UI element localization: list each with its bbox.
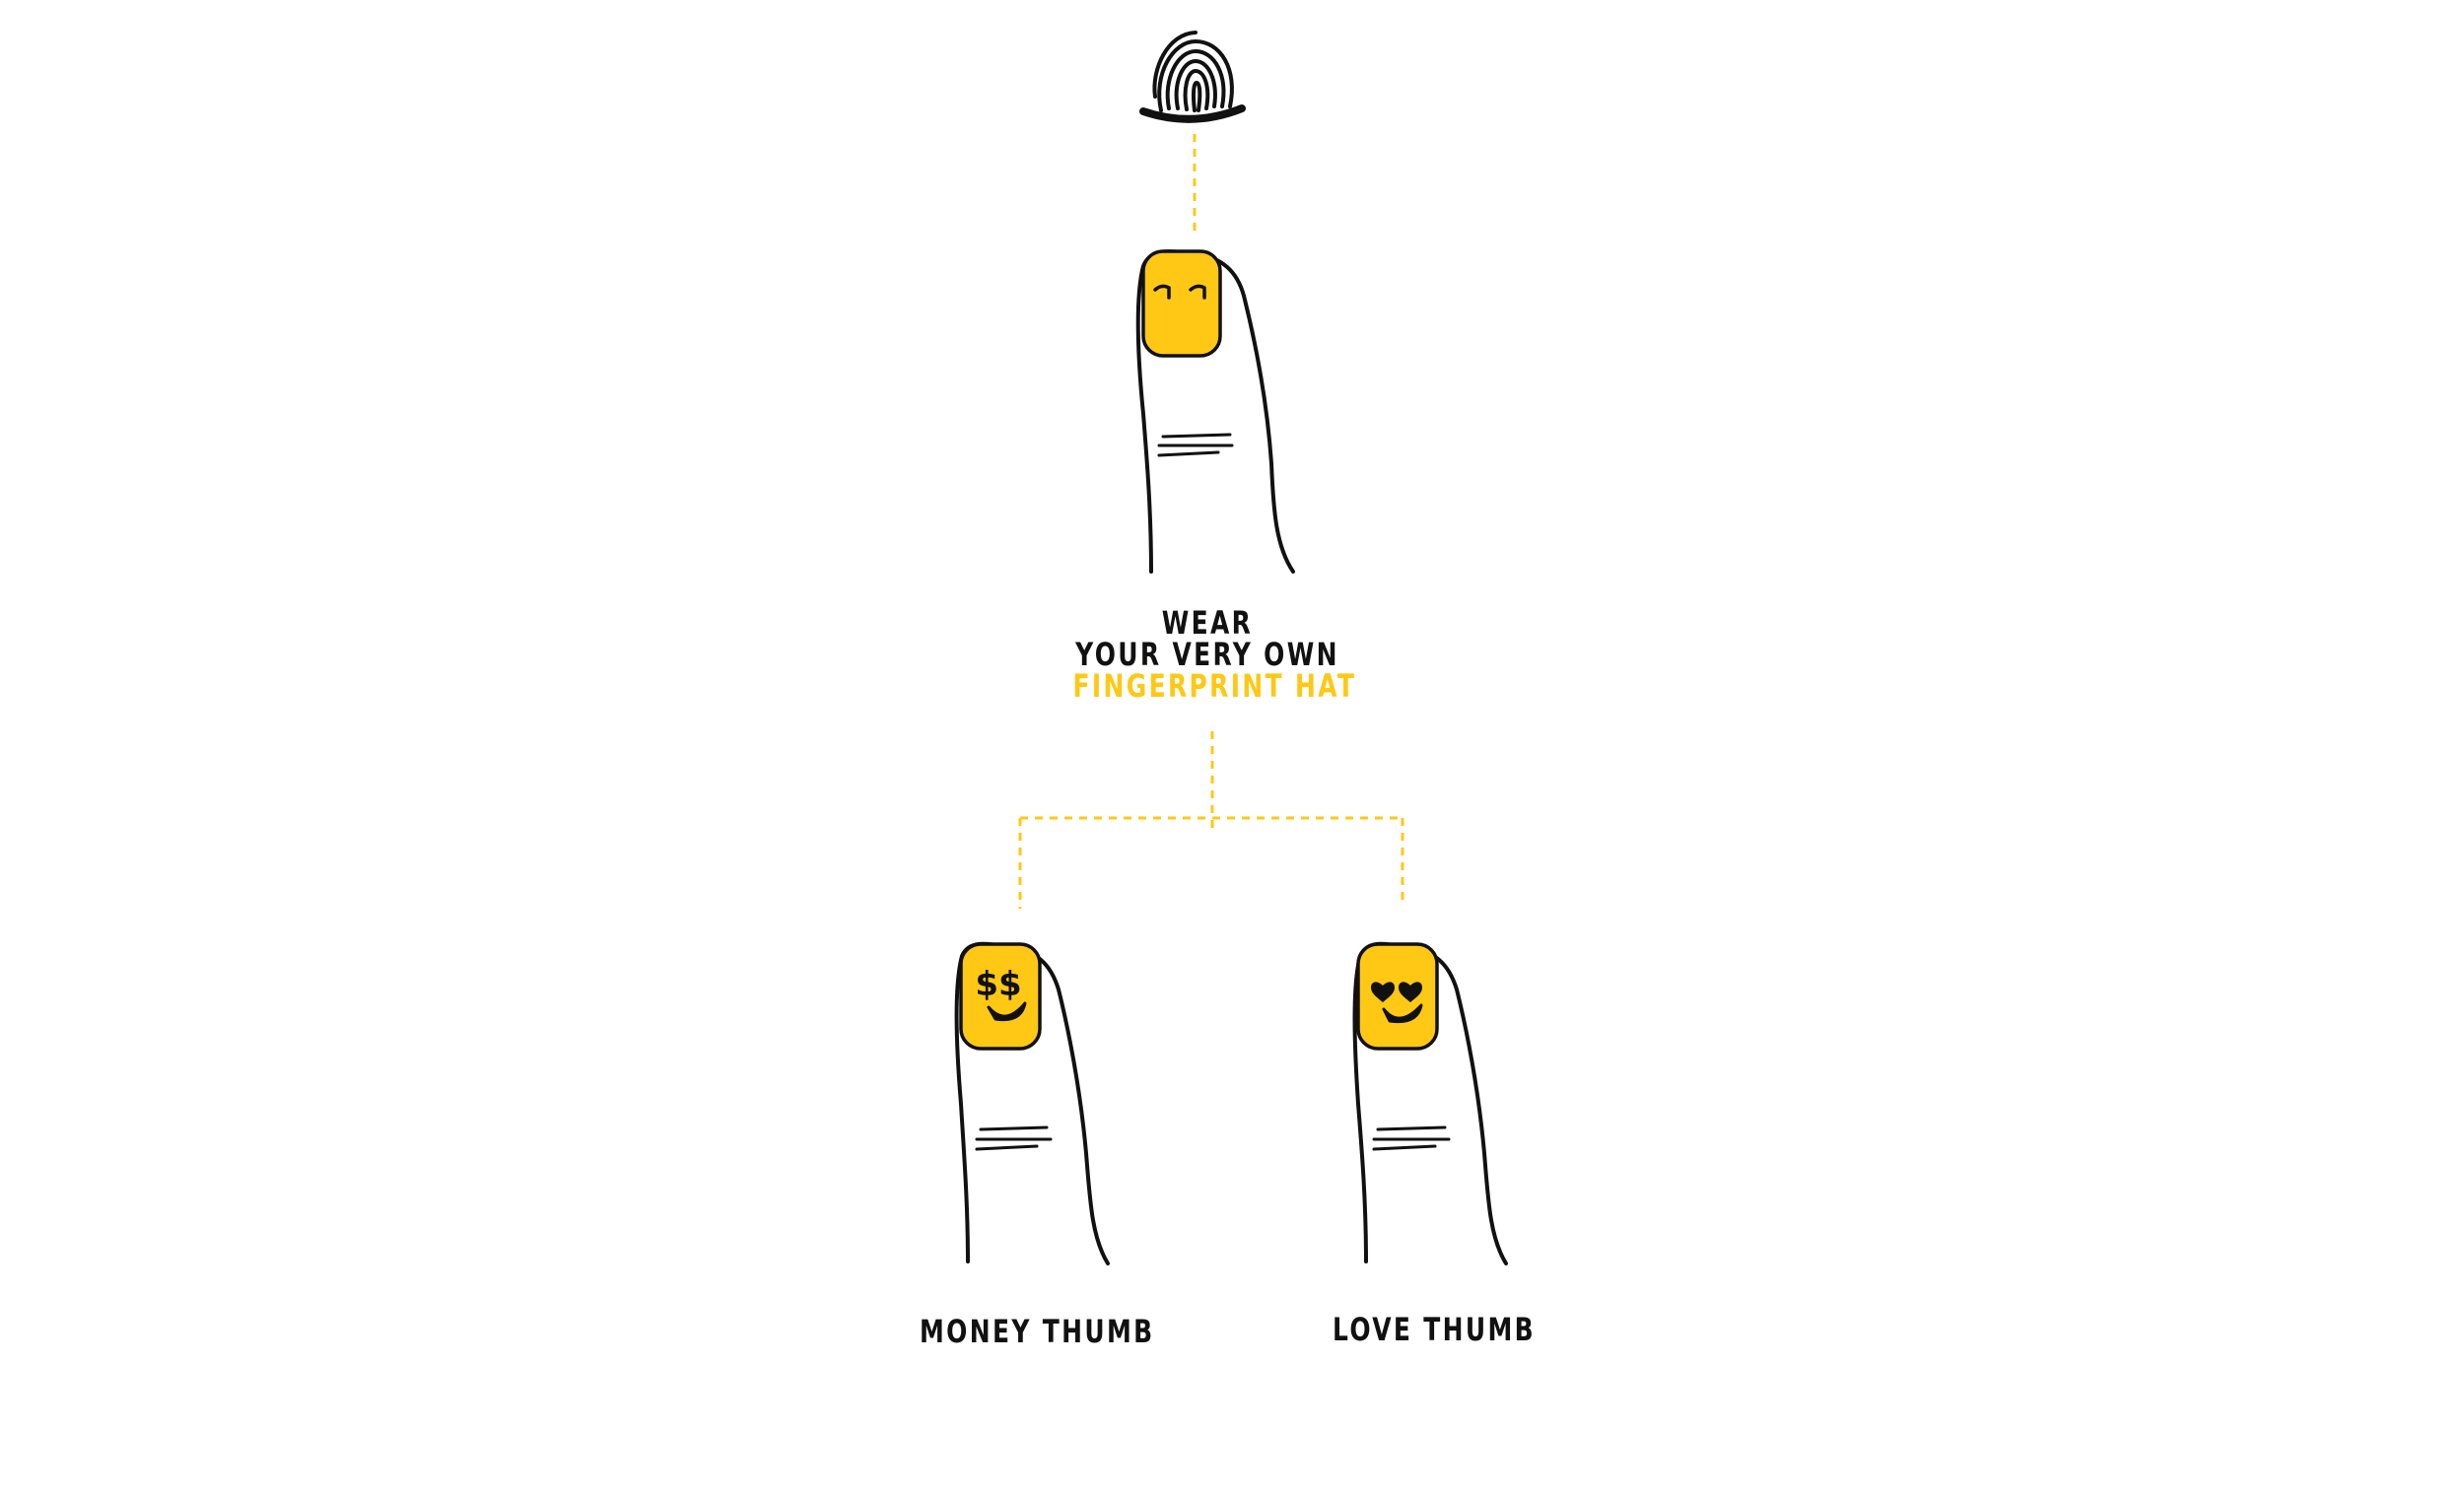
smile-icon — [987, 1001, 1027, 1022]
money-thumb-label: MONEY THUMB — [920, 1313, 1155, 1350]
knuckle-lines — [1372, 1125, 1451, 1151]
headline-line-2: YOUR VERY OWN — [1075, 636, 1339, 673]
connector-lines — [1018, 134, 1404, 909]
money-thumb: $$ — [954, 941, 1110, 1265]
knuckle-lines — [975, 1125, 1053, 1151]
smirk-face — [1153, 284, 1206, 300]
headline-line-1: WEAR — [1161, 604, 1254, 642]
thumb-nail — [1141, 249, 1222, 358]
love-thumb-label: LOVE THUMB — [1332, 1311, 1537, 1348]
heart-eyes-icon — [1371, 982, 1422, 1002]
dollar-eyes-icon: $$ — [975, 965, 1021, 1004]
thumb-nail — [1356, 942, 1439, 1051]
love-thumb — [1352, 941, 1508, 1265]
top-thumb — [1135, 249, 1295, 574]
headline-line-3: FINGERPRINT HAT — [1072, 667, 1357, 705]
thumb-nail — [959, 942, 1042, 1051]
knuckle-lines — [1157, 433, 1234, 457]
fingerprint-hat-icon — [1139, 31, 1246, 123]
smile-icon — [1382, 1003, 1423, 1024]
headline: WEAR YOUR VERY OWN FINGERPRINT HAT — [1072, 604, 1357, 705]
